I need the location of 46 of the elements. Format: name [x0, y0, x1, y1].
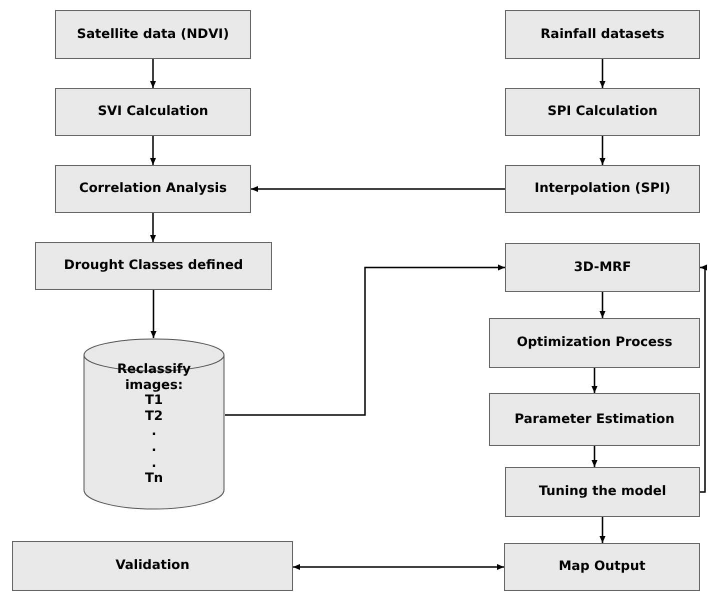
node-label: T1 [145, 393, 163, 409]
arrow [592, 446, 598, 467]
node-label: Drought Classes defined [64, 258, 244, 274]
arrow [600, 517, 606, 543]
arrow [251, 186, 505, 192]
node-label: SVI Calculation [98, 104, 208, 120]
process-box [505, 10, 700, 59]
arrow [150, 59, 156, 88]
process-box [55, 88, 251, 136]
process-box [12, 541, 293, 591]
process-box [35, 242, 272, 290]
process-box [505, 243, 700, 292]
node-label: . [152, 456, 156, 472]
node-label: Tn [144, 471, 164, 487]
node-label: . [152, 440, 156, 456]
process-box [505, 88, 700, 136]
arrow [293, 564, 504, 570]
arrow [600, 292, 606, 318]
process-box [489, 393, 700, 446]
arrow [150, 213, 156, 242]
arrow [700, 264, 707, 493]
arrow [150, 290, 156, 338]
node-label: Interpolation (SPI) [534, 181, 670, 197]
node-label: Parameter Estimation [514, 412, 674, 428]
process-box [55, 10, 251, 59]
node-label: Rainfall datasets [540, 26, 664, 42]
node-label: Map Output [558, 559, 646, 575]
process-box [55, 165, 251, 213]
node-label: Satellite data (NDVI) [76, 26, 230, 42]
node-label: . [152, 424, 156, 440]
node-label: T2 [145, 408, 163, 424]
node-label: Correlation Analysis [79, 181, 227, 197]
arrow [150, 136, 156, 165]
process-box [504, 543, 700, 591]
arrow [225, 264, 505, 416]
node-label: SPI Calculation [547, 104, 658, 120]
process-box [505, 467, 700, 517]
arrow [600, 136, 606, 165]
node-label: 3D-MRF [574, 260, 632, 276]
process-box [505, 165, 700, 213]
arrow [600, 59, 606, 88]
process-box [489, 318, 700, 368]
node-label: Tuning the model [538, 484, 666, 500]
node-label: Validation [116, 558, 190, 574]
node-label: Optimization Process [516, 335, 672, 351]
arrow [592, 368, 598, 393]
